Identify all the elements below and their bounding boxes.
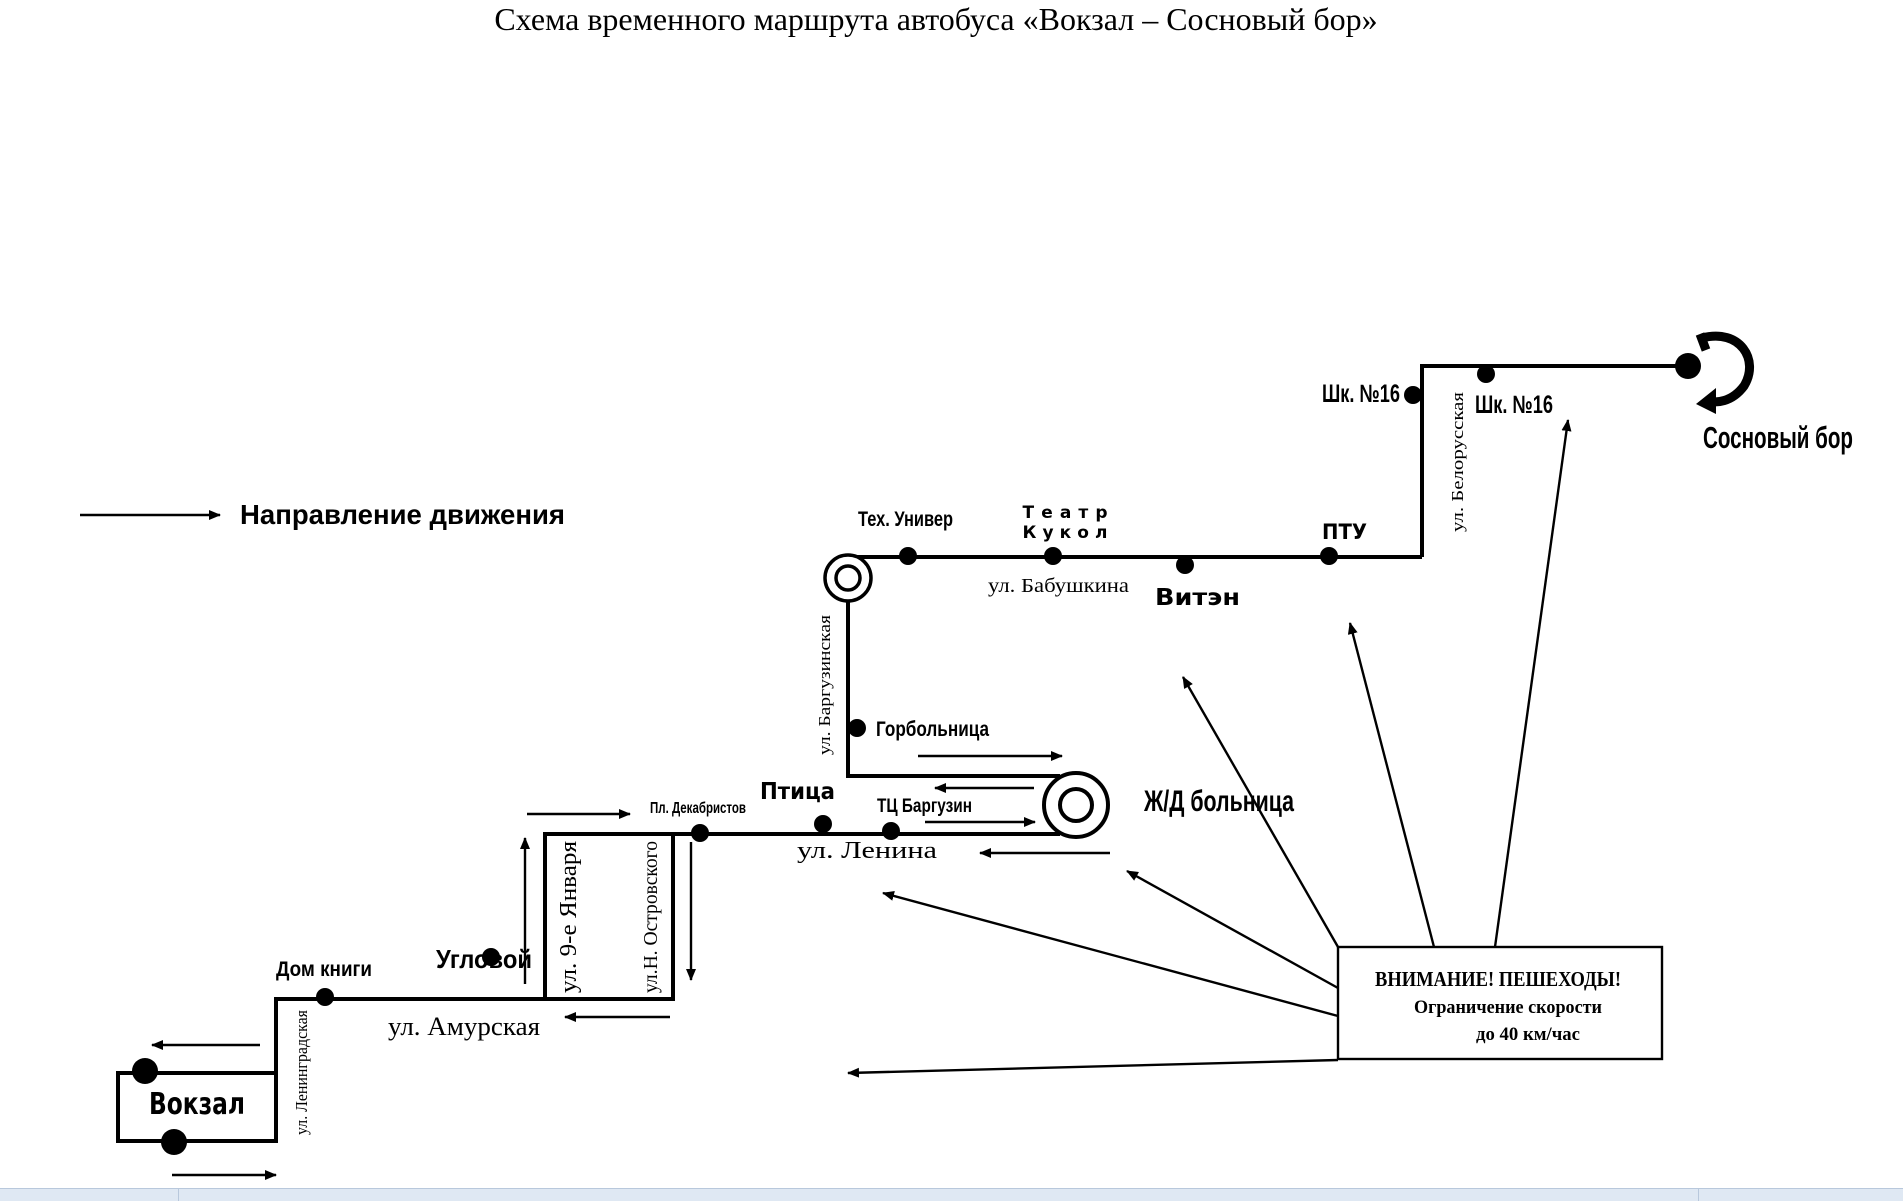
stop-gorbolnitsa-label: Горбольница — [876, 718, 989, 741]
status-bar-segment — [178, 1189, 1699, 1201]
street-lenina-label: ул. Ленина — [797, 838, 937, 864]
warning-pointer — [847, 1058, 1339, 1078]
stop-teatr-label-line2: Кукол — [1023, 523, 1108, 543]
stop-dom-knigi-label: Дом книги — [276, 958, 372, 981]
stop-pl-dekabristov-label: Пл. Декабристов — [650, 800, 746, 817]
warning-box — [1336, 945, 1664, 1061]
warning-line-3: до 40 км/час — [1476, 1024, 1580, 1045]
warning-pointer — [882, 891, 1339, 1018]
warning-pointer — [1181, 676, 1340, 948]
stop-ptitsa-dot — [814, 815, 832, 833]
stop-shk16-right-label: Шк. №16 — [1475, 391, 1553, 419]
route-line-barguzinskaya — [846, 578, 1060, 778]
stop-ptu-label: ПТУ — [1322, 520, 1367, 544]
stop-shk16-right-dot — [1477, 365, 1495, 383]
stop-dom-knigi-dot — [316, 988, 334, 1006]
diagram-title: Схема временного маршрута автобуса «Вокз… — [494, 1, 1377, 37]
stop-tekh-univer-dot — [899, 547, 917, 565]
warning-line-1: ВНИМАНИЕ! ПЕШЕХОДЫ! — [1375, 967, 1621, 991]
stop-teatr-dot — [1044, 547, 1062, 565]
stop-vokzal-bottom-dot — [161, 1129, 187, 1155]
stop-pl-dekabristov-dot — [691, 824, 709, 842]
turn-circle-zhd — [1042, 771, 1110, 839]
stop-shk16-left-label: Шк. №16 — [1322, 380, 1400, 408]
street-ostrovskogo-label: ул.Н. Островского — [640, 841, 662, 993]
stop-viten-dot — [1176, 556, 1194, 574]
stop-shk16-left-dot — [1404, 386, 1422, 404]
status-bar-segment — [0, 1189, 179, 1201]
warning-line-2: Ограничение скорости — [1414, 997, 1602, 1018]
stop-vokzal-label: Вокзал — [149, 1087, 245, 1122]
warning-pointer — [1493, 419, 1572, 948]
stop-viten-label: Витэн — [1155, 585, 1240, 611]
street-leningradskaya-label: ул. Ленинградская — [292, 1010, 311, 1135]
street-babushkina-label: ул. Бабушкина — [988, 575, 1129, 597]
street-belorusskaya-label: ул. Белорусская — [1448, 392, 1467, 532]
turnaround-arrow-icon — [1700, 331, 1754, 407]
street-amurskaya-label: ул. Амурская — [388, 1012, 540, 1041]
stop-sosnovy-bor-dot — [1675, 353, 1701, 379]
status-bar — [0, 1188, 1903, 1201]
direction-arrows — [151, 751, 1110, 1180]
legend: Направление движения — [80, 499, 565, 530]
route-loop-yanvarya — [545, 832, 675, 1001]
route-line-belorusskaya — [1420, 364, 1690, 557]
stop-gorbolnitsa-dot — [848, 719, 866, 737]
pedestrian-warning: ВНИМАНИЕ! ПЕШЕХОДЫ! Ограничение скорости… — [847, 419, 1664, 1078]
stop-ptitsa-label: Птица — [760, 779, 835, 805]
stop-sosnovy-bor-label: Сосновый бор — [1703, 420, 1853, 455]
stop-uglovoy-dot — [482, 948, 500, 966]
stop-ptu-dot — [1320, 547, 1338, 565]
stop-teatr-label-line1: Театр — [1023, 503, 1108, 523]
street-barguzinskaya-label: ул. Баргузинская — [815, 615, 834, 755]
stop-vokzal-top-dot — [132, 1058, 158, 1084]
stop-tts-barguzin-dot — [882, 822, 900, 840]
warning-pointer — [1126, 869, 1339, 990]
stop-uglovoy-label: Угловой — [436, 944, 532, 974]
stop-tts-barguzin-label: ТЦ Баргузин — [877, 796, 972, 817]
stop-tekh-univer-label: Тех. Универ — [858, 508, 953, 531]
legend-label: Направление движения — [240, 499, 565, 530]
warning-pointer — [1347, 622, 1436, 948]
stop-zhd-bolnitsa-label: Ж/Д больница — [1143, 785, 1294, 818]
street-yanvarya-label: ул. 9-е Января — [556, 841, 582, 993]
turn-circle-tekh — [823, 553, 873, 603]
